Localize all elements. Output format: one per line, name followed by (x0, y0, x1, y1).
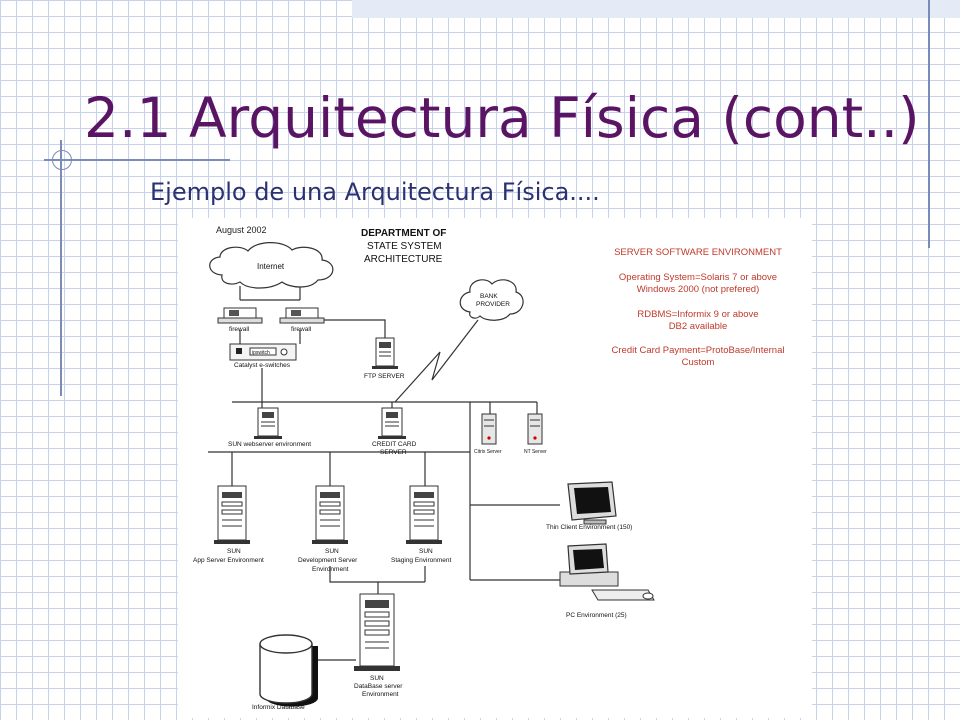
staging-server-label-line-2: Staging Environment (391, 557, 452, 564)
pc-label: PC Environment (25) (566, 612, 627, 619)
credit-card-label-line-1: CREDIT CARD (372, 441, 417, 448)
bank-label-line-2: PROVIDER (476, 301, 510, 308)
pc-icon: PC Environment (25) (559, 543, 655, 619)
firewall-1-label: firewall (229, 326, 250, 333)
diagram-date: August 2002 (216, 225, 267, 235)
diagram-heading-line-2: STATE SYSTEM (367, 241, 442, 252)
dev-server-label-line-1: SUN (325, 548, 339, 555)
diagram-heading-line-3: ARCHITECTURE (364, 254, 443, 265)
webserver-icon: SUN webserver environment (228, 407, 311, 448)
internet-label: Internet (257, 262, 285, 271)
slide-title: 2.1 Arquitectura Física (cont..) (84, 86, 920, 150)
citrix-server-icon: Citrix Server (474, 413, 502, 455)
credit-card-label-line-2: SERVER (380, 449, 407, 456)
db-server-label-line-3: Environment (362, 691, 399, 698)
development-server-icon: SUN Development Server Environment (298, 485, 358, 573)
staging-server-icon: SUN Staging Environment (391, 485, 452, 564)
app-server-icon: SUN App Server Environment (193, 485, 264, 564)
ftp-server-icon: FTP SERVER (364, 337, 405, 380)
credit-card-server-icon: CREDIT CARD SERVER (372, 407, 417, 456)
firewall-2-label: firewall (291, 326, 312, 333)
software-env-payment-line-1: Credit Card Payment=ProtoBase/Internal (612, 345, 785, 356)
db-server-label-line-2: DataBase server (354, 683, 403, 690)
software-env-os-line-1: Operating System=Solaris 7 or above (619, 272, 777, 283)
ftp-server-label: FTP SERVER (364, 373, 405, 380)
slide-subtitle: Ejemplo de una Arquitectura Física.... (150, 178, 600, 206)
rule-ring-ornament (52, 150, 72, 170)
software-environment-block: SERVER SOFTWARE ENVIRONMENT Operating Sy… (612, 247, 785, 368)
top-band (352, 0, 960, 18)
nt-server-label: NT Server (524, 449, 547, 455)
app-server-label-line-2: App Server Environment (193, 557, 264, 564)
app-server-label-line-1: SUN (227, 548, 241, 555)
network-links (208, 286, 560, 661)
database-cylinder-icon: Informix Database (252, 634, 318, 711)
bank-label-line-1: BANK (480, 293, 498, 300)
software-env-payment-line-2: Custom (682, 357, 715, 368)
citrix-server-label: Citrix Server (474, 449, 502, 455)
staging-server-label-line-1: SUN (419, 548, 433, 555)
software-env-rdbms-line-2: DB2 available (669, 321, 728, 332)
left-rule (60, 140, 62, 396)
database-server-icon: SUN DataBase server Environment (354, 593, 403, 698)
firewall-2-icon: firewall (279, 307, 325, 333)
software-env-rdbms-line-1: RDBMS=Informix 9 or above (637, 309, 758, 320)
dev-server-label-line-3: Environment (312, 566, 349, 573)
thin-client-icon: Thin Client Environment (150) (546, 481, 632, 531)
right-rule (928, 0, 930, 248)
informix-label: Informix Database (252, 704, 305, 711)
thin-client-label: Thin Client Environment (150) (546, 524, 632, 531)
nt-server-icon: NT Server (524, 413, 547, 455)
firewall-1-icon: firewall (217, 307, 263, 333)
internet-cloud: Internet (209, 242, 334, 289)
dev-server-label-line-2: Development Server (298, 557, 358, 564)
diagram-heading-line-1: DEPARTMENT OF (361, 228, 446, 239)
title-rule (44, 159, 230, 161)
webserver-label: SUN webserver environment (228, 441, 311, 448)
software-env-os-line-2: Windows 2000 (not prefered) (637, 284, 760, 295)
bank-wireless-link (394, 319, 479, 403)
switch-icon: ipswitch Catalyst e-switches (229, 343, 297, 369)
switch-box-label: ipswitch (252, 350, 270, 356)
software-env-heading: SERVER SOFTWARE ENVIRONMENT (614, 247, 782, 258)
switch-label: Catalyst e-switches (234, 362, 291, 369)
db-server-label-line-1: SUN (370, 675, 384, 682)
bank-provider-cloud: BANK PROVIDER (459, 279, 524, 321)
